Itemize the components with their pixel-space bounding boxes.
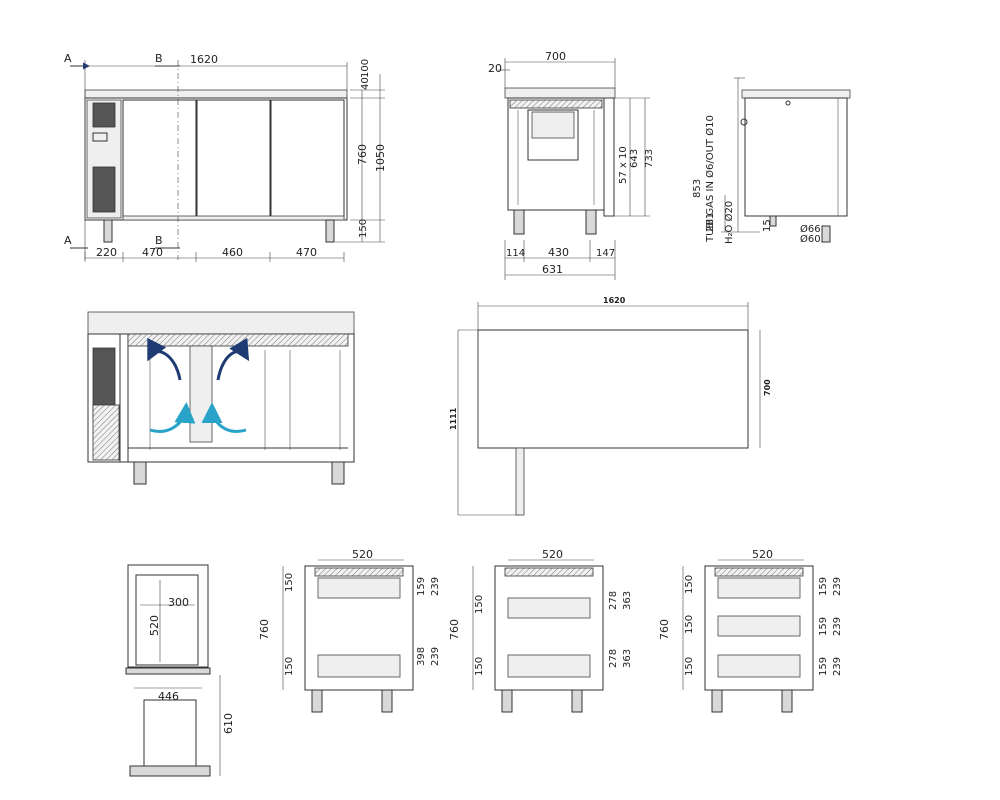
c2-top-520: 520 bbox=[542, 548, 563, 561]
front-dim-220: 220 bbox=[96, 246, 117, 259]
front-dim-100: 100 bbox=[360, 59, 371, 78]
section-a-bottom: A bbox=[64, 234, 72, 247]
right-view: 853 TUBI GAS IN Ø6/OUT Ø10 281 H₂O Ø20 1… bbox=[692, 77, 851, 245]
side-dim-57x10: 57 x 10 bbox=[618, 146, 629, 184]
right-dim-853: 853 bbox=[692, 179, 703, 198]
c3-239c: 239 bbox=[832, 657, 843, 676]
config-2: 520 760 150 150 278 363 278 363 bbox=[448, 548, 633, 713]
drawer-dim-610: 610 bbox=[222, 713, 235, 734]
c2-363b: 363 bbox=[622, 649, 633, 668]
plan-width-dim: 1620 bbox=[603, 296, 626, 305]
side-dim-631: 631 bbox=[542, 263, 563, 276]
tubi-gas-label: TUBI GAS IN Ø6/OUT Ø10 bbox=[704, 115, 716, 243]
c2-278b: 278 bbox=[608, 649, 619, 668]
side-dim-643: 643 bbox=[629, 149, 640, 168]
c1-150a: 150 bbox=[284, 573, 295, 592]
h2o-label: H₂O Ø20 bbox=[723, 201, 735, 244]
plan-depth-dim: 700 bbox=[763, 379, 772, 396]
c3-150a: 150 bbox=[684, 575, 695, 594]
front-dim-40: 40 bbox=[360, 77, 371, 90]
airflow-arrow-warm-left bbox=[147, 337, 182, 381]
c2-278a: 278 bbox=[608, 591, 619, 610]
front-dim-460: 460 bbox=[222, 246, 243, 259]
config-1: 520 760 150 150 159 239 398 239 bbox=[258, 548, 441, 713]
cutaway-airflow-view bbox=[87, 311, 355, 485]
c3-159b: 159 bbox=[818, 617, 829, 636]
plan-view: 1620 700 1111 bbox=[449, 296, 772, 516]
leg-right bbox=[325, 219, 335, 243]
side-dim-147: 147 bbox=[596, 248, 615, 259]
c2-760: 760 bbox=[448, 619, 461, 640]
c1-760: 760 bbox=[258, 619, 271, 640]
right-dim-d60: Ø60 bbox=[800, 233, 821, 245]
c3-159a: 159 bbox=[818, 577, 829, 596]
side-view: 700 20 57 x 10 643 733 114 430 147 631 bbox=[488, 50, 655, 280]
door-2 bbox=[196, 99, 271, 219]
drawer-dim-300: 300 bbox=[168, 596, 189, 609]
front-dim-150: 150 bbox=[358, 219, 369, 238]
c2-150a: 150 bbox=[474, 595, 485, 614]
config-3: 520 760 150 150 150 159 239 159 239 159 … bbox=[658, 548, 843, 713]
leg-left bbox=[103, 219, 113, 243]
airflow-arrow-warm-right bbox=[216, 337, 250, 381]
c3-239b: 239 bbox=[832, 617, 843, 636]
c3-150c: 150 bbox=[684, 657, 695, 676]
c2-363a: 363 bbox=[622, 591, 633, 610]
front-dim-1050: 1050 bbox=[374, 144, 387, 172]
front-dim-470a: 470 bbox=[142, 246, 163, 259]
c1-159: 159 bbox=[416, 577, 427, 596]
door-3 bbox=[270, 99, 345, 219]
c2-150b: 150 bbox=[474, 657, 485, 676]
front-dim-760: 760 bbox=[356, 144, 369, 165]
side-dim-20: 20 bbox=[488, 62, 502, 75]
right-dim-d66: Ø66 bbox=[800, 223, 821, 235]
c3-159c: 159 bbox=[818, 657, 829, 676]
side-dim-700: 700 bbox=[545, 50, 566, 63]
front-view: A B A B 1620 40 100 760 1050 150 220 470… bbox=[64, 52, 387, 262]
side-dim-430: 430 bbox=[548, 246, 569, 259]
drawer-view: 300 520 446 610 bbox=[125, 564, 235, 777]
front-dim-470b: 470 bbox=[296, 246, 317, 259]
right-dim-281: 281 bbox=[705, 213, 716, 232]
c3-150b: 150 bbox=[684, 615, 695, 634]
c1-239: 239 bbox=[430, 577, 441, 596]
section-b-top: B bbox=[155, 52, 163, 65]
right-dim-15: 15 bbox=[762, 219, 773, 232]
c3-760: 760 bbox=[658, 619, 671, 640]
c1-150b: 150 bbox=[284, 657, 295, 676]
airflow-arrow-cool-left bbox=[149, 402, 196, 433]
c1-239b: 239 bbox=[430, 647, 441, 666]
c1-398: 398 bbox=[416, 647, 427, 666]
door-1 bbox=[122, 99, 197, 219]
section-a-top: A bbox=[64, 52, 72, 65]
vent-grille-lower bbox=[92, 166, 116, 213]
airflow-arrow-cool-right bbox=[201, 402, 247, 433]
section-b-bottom: B bbox=[155, 234, 163, 247]
drawer-dim-446: 446 bbox=[158, 690, 179, 703]
vent-grille-upper bbox=[92, 102, 116, 128]
drawer-dim-520: 520 bbox=[148, 615, 161, 636]
c1-top-520: 520 bbox=[352, 548, 373, 561]
side-dim-733: 733 bbox=[644, 149, 655, 168]
c3-top-520: 520 bbox=[752, 548, 773, 561]
plan-swing-dim: 1111 bbox=[449, 407, 458, 430]
c3-239a: 239 bbox=[832, 577, 843, 596]
side-dim-114: 114 bbox=[506, 248, 525, 259]
front-width-dim: 1620 bbox=[190, 53, 218, 66]
